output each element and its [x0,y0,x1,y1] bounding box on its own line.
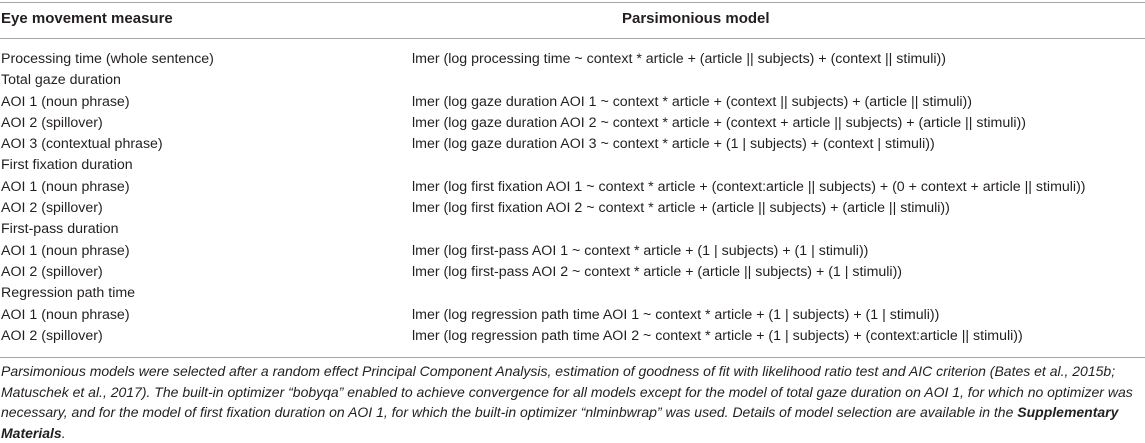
footnote-text: Parsimonious models were selected after … [1,363,1133,420]
table-row: AOI 2 (spillover) lmer (log gaze duratio… [0,113,1145,134]
measure-cell: AOI 1 (noun phrase) [1,242,130,259]
measure-cell: First fixation duration [1,157,133,174]
header-eye-movement-measure: Eye movement measure [1,10,173,27]
table-row: AOI 2 (spillover) lmer (log regression p… [0,326,1145,347]
measure-cell: Total gaze duration [1,72,121,89]
table-row: AOI 2 (spillover) lmer (log first-pass A… [0,262,1145,283]
model-cell: lmer (log first-pass AOI 2 ~ context * a… [412,263,903,280]
table-row: AOI 1 (noun phrase) lmer (log first fixa… [0,177,1145,198]
model-cell: lmer (log regression path time AOI 2 ~ c… [412,327,1023,344]
measure-cell: AOI 2 (spillover) [1,114,103,131]
model-cell: lmer (log processing time ~ context * ar… [412,51,946,67]
model-cell: lmer (log gaze duration AOI 3 ~ context … [412,136,935,153]
measure-cell: Regression path time [1,285,136,302]
table-row: Total gaze duration [0,70,1145,91]
table-row: AOI 3 (contextual phrase) lmer (log gaze… [0,134,1145,155]
model-cell: lmer (log first fixation AOI 1 ~ context… [412,178,1086,195]
header-parsimonious-model: Parsimonious model [622,10,770,27]
header-rule [0,38,1145,39]
footnote-end: . [61,424,66,441]
table-body: Processing time (whole sentence) lmer (l… [0,49,1145,347]
table-row: Processing time (whole sentence) lmer (l… [0,49,1145,70]
model-cell: lmer (log first-pass AOI 1 ~ context * a… [412,242,869,259]
table-footnote: Parsimonious models were selected after … [1,361,1141,443]
measure-cell: First-pass duration [1,221,119,238]
table-row: AOI 1 (noun phrase) lmer (log gaze durat… [0,92,1145,113]
measure-cell: AOI 1 (noun phrase) [1,93,130,110]
measure-cell: AOI 2 (spillover) [1,200,103,217]
model-cell: lmer (log regression path time AOI 1 ~ c… [412,306,940,323]
table-row: AOI 1 (noun phrase) lmer (log regression… [0,305,1145,326]
measure-cell: AOI 2 (spillover) [1,263,103,280]
measure-cell: AOI 3 (contextual phrase) [1,136,163,153]
table-row: First fixation duration [0,155,1145,176]
measure-cell: AOI 1 (noun phrase) [1,306,130,323]
top-rule [0,2,1145,3]
table-row: Regression path time [0,283,1145,304]
table-row: First-pass duration [0,219,1145,240]
measure-cell: AOI 1 (noun phrase) [1,178,130,195]
model-cell: lmer (log first fixation AOI 2 ~ context… [412,200,950,217]
measure-cell: AOI 2 (spillover) [1,327,103,344]
measure-cell: Processing time (whole sentence) [1,51,214,67]
model-cell: lmer (log gaze duration AOI 2 ~ context … [412,114,1027,131]
supplementary-materials-link[interactable]: Supplementary Materials [1,404,1119,441]
model-cell: lmer (log gaze duration AOI 1 ~ context … [412,93,972,110]
table-row: AOI 2 (spillover) lmer (log first fixati… [0,198,1145,219]
table-row: AOI 1 (noun phrase) lmer (log first-pass… [0,241,1145,262]
bottom-rule [0,357,1145,358]
